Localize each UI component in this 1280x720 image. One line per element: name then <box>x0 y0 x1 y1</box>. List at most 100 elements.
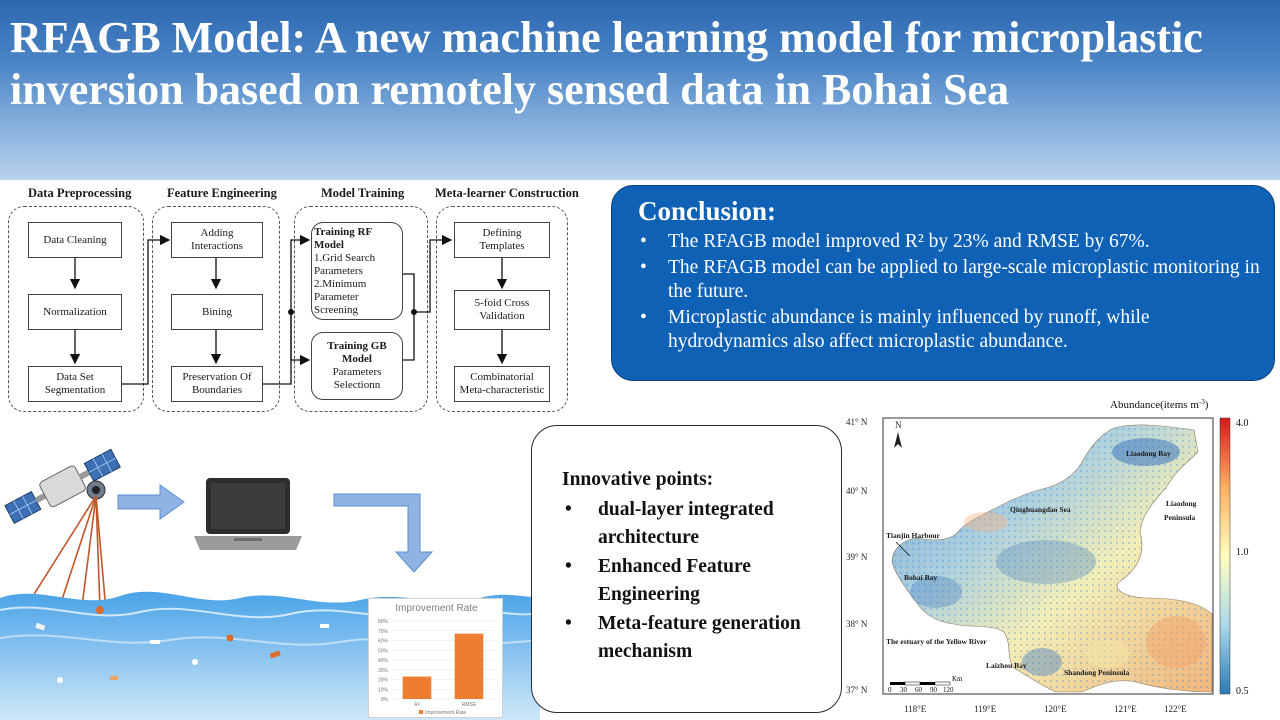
abundance-map: 41° N 40° N 39° N 38° N 37° N 118°E 119°… <box>846 392 1280 720</box>
node-training-gb-title: Training GB Model <box>327 340 387 365</box>
chart-ytick-label: 80% <box>378 619 389 625</box>
stage-title-data-preprocessing: Data Preprocessing <box>28 186 132 200</box>
chart-legend-swatch <box>419 710 423 714</box>
lat-label: 37° N <box>846 685 868 695</box>
scale-tick: 30 <box>900 686 908 694</box>
node-defining-templates: Defining Templates <box>454 222 550 258</box>
chart-bar <box>454 633 484 699</box>
colorbar-title-end: ) <box>1205 399 1209 411</box>
label-liaodong-bay: Liaodong Bay <box>1126 449 1171 458</box>
chart-title: Improvement Rate <box>395 603 478 614</box>
innovative-item: Enhanced Feature Engineering <box>562 553 831 609</box>
chart-xtick-label: RMSE <box>462 702 477 708</box>
colorbar-title-sup: -3 <box>1199 398 1205 406</box>
scale-tick: 120 <box>943 686 954 694</box>
lon-axis: 118°E 119°E 120°E 121°E 122°E <box>904 704 1187 714</box>
arrow-down-icon <box>333 493 434 573</box>
chart-plot: 0% 10% 20% 30% 40% 50% 60% 70% 80% R² RMSE Improvem… <box>378 619 495 716</box>
conclusion-item: The RFAGB model can be applied to large-… <box>634 256 1260 304</box>
label-shandong-peninsula: Shandong Peninsula <box>1064 668 1129 677</box>
scale-tick: 60 <box>915 686 923 694</box>
node-training-rf-line: Screening <box>314 304 358 316</box>
colorbar-tick: 0.5 <box>1236 686 1249 697</box>
conclusion-title: Conclusion: <box>638 196 777 226</box>
title-banner: RFAGB Model: A new machine learning mode… <box>0 0 1280 180</box>
lat-label: 38° N <box>846 619 868 629</box>
chart-xtick-label: R² <box>414 702 420 708</box>
conclusion-list: The RFAGB model improved R² by 23% and R… <box>634 230 1260 354</box>
chart-ytick-label: 10% <box>378 687 389 693</box>
north-arrow-icon: N <box>894 420 902 448</box>
bohai-sea-shape <box>891 424 1213 693</box>
workflow-flowchart: Data Preprocessing Feature Engineering M… <box>4 182 579 418</box>
label-yellow-river-estuary: The estuary of the Yellow River <box>886 637 987 646</box>
north-label: N <box>895 420 902 430</box>
lat-label: 41° N <box>846 417 868 427</box>
flow-connectors <box>69 234 508 385</box>
node-adding-interactions: Adding Interactions <box>171 222 263 258</box>
label-bohai-bay: Bohai Bay <box>904 573 937 582</box>
scale-bar: Km 0 30 60 90 120 <box>888 675 963 694</box>
innovative-list: dual-layer integrated architecture Enhan… <box>562 496 831 666</box>
chart-ytick-label: 70% <box>378 629 389 635</box>
colorbar-tick: 1.0 <box>1236 547 1249 558</box>
lon-label: 118°E <box>904 704 927 714</box>
colorbar-title-text: Abundance(items m <box>1110 399 1199 411</box>
lon-label: 122°E <box>1164 704 1187 714</box>
node-training-rf-line: Parameters <box>314 265 363 277</box>
lat-label: 39° N <box>846 552 868 562</box>
lon-label: 119°E <box>974 704 997 714</box>
remote-sensing-illustration: Improvement Rate 0% 10% 20% 30% 40% 50% 60% 70%… <box>0 430 540 720</box>
node-training-rf-title: Training RF Model <box>314 226 372 251</box>
conclusion-item: The RFAGB model improved R² by 23% and R… <box>634 230 1260 254</box>
node-training-rf-model: Training RF Model 1.Grid Search Paramete… <box>311 222 403 320</box>
map-figure: 41° N 40° N 39° N 38° N 37° N 118°E 119°… <box>846 398 1249 714</box>
colorbar-tick: 4.0 <box>1236 418 1249 429</box>
scale-tick: 0 <box>888 686 892 694</box>
node-training-rf-line: 2.Minimum Parameter <box>314 278 367 303</box>
lat-label: 40° N <box>846 486 868 496</box>
lon-label: 121°E <box>1114 704 1137 714</box>
laptop-icon <box>194 478 302 550</box>
node-5-fold-cross-validation: 5-foid Cross Validation <box>454 290 550 330</box>
chart-ytick-label: 20% <box>378 678 389 684</box>
chart-ytick-label: 40% <box>378 658 389 664</box>
conclusion-panel: Conclusion: The RFAGB model improved R² … <box>611 185 1275 381</box>
lon-label: 120°E <box>1044 704 1067 714</box>
node-data-set-segmentation: Data Set Segmentation <box>28 366 122 402</box>
place-labels: Liaodong Bay Qinghuangdao Sea Liaodong P… <box>886 449 1197 677</box>
colorbar-title: Abundance(items m-3) <box>1110 398 1209 411</box>
innovative-item: Meta-feature generation mechanism <box>562 610 831 666</box>
node-training-gb-line: Parameters Selectionn <box>332 366 382 391</box>
satellite-icon <box>4 448 121 525</box>
chart-bar <box>402 676 432 699</box>
scale-tick: 90 <box>930 686 938 694</box>
node-preservation-of-boundaries: Preservation Of Boundaries <box>171 366 263 402</box>
lat-axis: 41° N 40° N 39° N 38° N 37° N <box>846 417 868 695</box>
innovative-points-panel: Innovative points: dual-layer integrated… <box>531 425 842 713</box>
label-liaodong-peninsula: Peninsula <box>1164 513 1196 522</box>
node-normalization: Normalization <box>28 294 122 330</box>
innovative-item: dual-layer integrated architecture <box>562 496 831 552</box>
improvement-rate-chart: Improvement Rate 0% 10% 20% 30% 40% 50% 60% 70%… <box>368 598 503 718</box>
stage-title-feature-engineering: Feature Engineering <box>167 186 277 200</box>
colorbar <box>1219 417 1231 695</box>
page-title: RFAGB Model: A new machine learning mode… <box>10 13 1203 114</box>
innovative-title: Innovative points: <box>562 469 714 490</box>
node-training-rf-line: 1.Grid Search <box>314 252 376 264</box>
stage-title-meta-learner: Meta-learner Construction <box>435 186 579 200</box>
label-tianjin-harbour: Tianjin Harbour <box>886 531 941 540</box>
chart-ytick-label: 50% <box>378 648 389 654</box>
node-training-gb-model: Training GB Model Parameters Selectionn <box>311 332 403 400</box>
conclusion-item: Microplastic abundance is mainly influen… <box>634 306 1260 354</box>
chart-ytick-label: 30% <box>378 668 389 674</box>
stage-title-model-training: Model Training <box>321 186 405 200</box>
scale-unit: Km <box>952 675 963 683</box>
label-liaodong-peninsula: Liaodong <box>1166 499 1197 508</box>
node-bining: Bining <box>171 294 263 330</box>
chart-legend-label: Improvement Rate <box>425 710 466 716</box>
arrow-right-icon <box>117 484 185 520</box>
chart-ytick-label: 0% <box>381 697 389 703</box>
chart-ytick-label: 60% <box>378 639 389 645</box>
node-data-cleaning: Data Cleaning <box>28 222 122 258</box>
